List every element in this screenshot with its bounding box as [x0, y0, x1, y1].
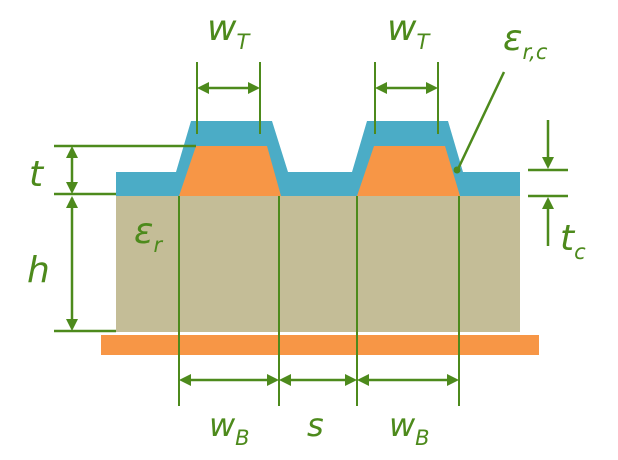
t-label: t [29, 154, 45, 195]
wb-left-label: wB [209, 406, 250, 450]
er-c-label: εr,c [503, 18, 548, 64]
s-label: s [307, 406, 324, 444]
er-label: εr [134, 211, 163, 257]
dielectric-substrate [116, 196, 520, 332]
wb-left-dimension [179, 374, 279, 386]
ground-plane [101, 335, 539, 355]
left-trace [179, 146, 281, 196]
coating-layer [116, 121, 520, 196]
wt-right-dimension [375, 82, 438, 94]
wb-right-label: wB [389, 406, 430, 450]
extension-lines [178, 62, 460, 406]
wt-left-label: wT [207, 8, 251, 54]
s-dimension [279, 374, 357, 386]
h-dimension [54, 196, 116, 333]
right-trace [357, 146, 460, 196]
wt-left-dimension [197, 82, 260, 94]
wt-right-label: wT [387, 8, 431, 54]
tc-dimension [528, 120, 568, 246]
wb-right-dimension [357, 374, 459, 386]
tc-label: tc [560, 218, 586, 264]
h-label: h [27, 250, 50, 291]
er-c-leader [453, 71, 506, 174]
t-dimension [54, 144, 196, 196]
